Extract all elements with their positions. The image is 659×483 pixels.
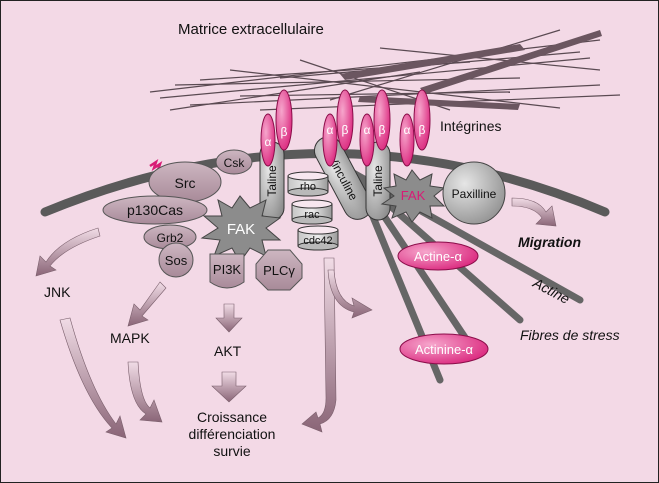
outcome-line-3: survie	[213, 443, 251, 459]
fak-left-label: FAK	[227, 221, 255, 238]
integrin-dimer-1: α β	[260, 89, 293, 167]
outcome-arrow-mapk-icon	[127, 361, 163, 423]
p130cas-label: p130Cas	[127, 202, 183, 218]
integrin-dimer-3: α β	[359, 89, 391, 167]
jnk-label: JNK	[44, 284, 71, 300]
pi3k-label: PI3K	[213, 262, 242, 277]
akt-label: AKT	[214, 343, 242, 359]
alpha-subunit-label: α	[327, 123, 334, 137]
alpha-subunit-label: α	[364, 123, 371, 137]
pi3k: PI3K	[209, 253, 245, 289]
taline-right-label: Taline	[371, 165, 385, 197]
fak-right: FAK	[380, 169, 446, 223]
migration-label: Migration	[518, 234, 581, 250]
plcg-label: PLCγ	[263, 263, 295, 278]
cdc42-cylinder: cdc42	[297, 225, 339, 251]
migration-arrow-icon	[511, 197, 557, 227]
paxilline-label: Paxilline	[452, 187, 497, 201]
actine-alpha: Actine-α	[397, 241, 479, 271]
actinine-alpha: Actinine-α	[399, 333, 489, 365]
stress-fibre-arrow-icon	[327, 269, 373, 319]
rho-label: rho	[300, 181, 316, 193]
outcome-arrow-jnk-icon	[59, 317, 127, 439]
alpha-subunit-label: α	[404, 123, 411, 137]
cdc42-label: cdc42	[303, 235, 332, 247]
ecm-label: Matrice extracellulaire	[178, 21, 324, 38]
taline-left-label: Taline	[265, 165, 279, 197]
sos-label: Sos	[165, 253, 188, 268]
fak-left: FAK	[200, 195, 282, 263]
myristoyl-anchor-icon	[149, 158, 163, 172]
mapk-label: MAPK	[110, 330, 150, 346]
mapk-arrow-icon	[127, 281, 167, 327]
beta-subunit-label: β	[281, 125, 288, 139]
src-label: Src	[175, 175, 196, 191]
grb2-label: Grb2	[157, 231, 184, 245]
paxilline: Paxilline	[442, 161, 506, 225]
jnk-arrow-icon	[35, 227, 101, 277]
actine-alpha-label: Actine-α	[414, 249, 462, 264]
akt-arrow-icon	[215, 303, 243, 333]
fak-right-label: FAK	[401, 188, 426, 203]
actine-label: Actine	[530, 274, 573, 307]
integrin-dimer-2: α β	[322, 89, 354, 167]
plcg: PLCγ	[255, 249, 303, 291]
rho-cylinder: rho	[287, 171, 329, 197]
outcome-line-2: différenciation	[189, 426, 276, 442]
src-complex: Csk Src p130Cas	[102, 149, 253, 225]
actinine-alpha-label: Actinine-α	[415, 342, 474, 357]
grb2-sos: Grb2 Sos	[143, 224, 197, 278]
integrin-dimer-4: α β	[399, 89, 431, 167]
outcome-line-1: Croissance	[197, 409, 267, 425]
csk-label: Csk	[224, 156, 246, 170]
outcome-arrow-center-icon	[211, 371, 247, 403]
beta-subunit-label: β	[379, 123, 386, 137]
rac-label: rac	[304, 209, 320, 221]
integrins-label: Intégrines	[440, 118, 501, 134]
alpha-subunit-label: α	[265, 135, 272, 149]
rac-cylinder: rac	[291, 199, 333, 225]
beta-subunit-label: β	[342, 123, 349, 137]
outcome-arrow-right-icon	[301, 257, 337, 433]
signal-arrows	[35, 197, 557, 439]
beta-subunit-label: β	[419, 123, 426, 137]
ecm-fibre-bundles	[340, 30, 602, 110]
fibres-label: Fibres de stress	[520, 327, 620, 343]
